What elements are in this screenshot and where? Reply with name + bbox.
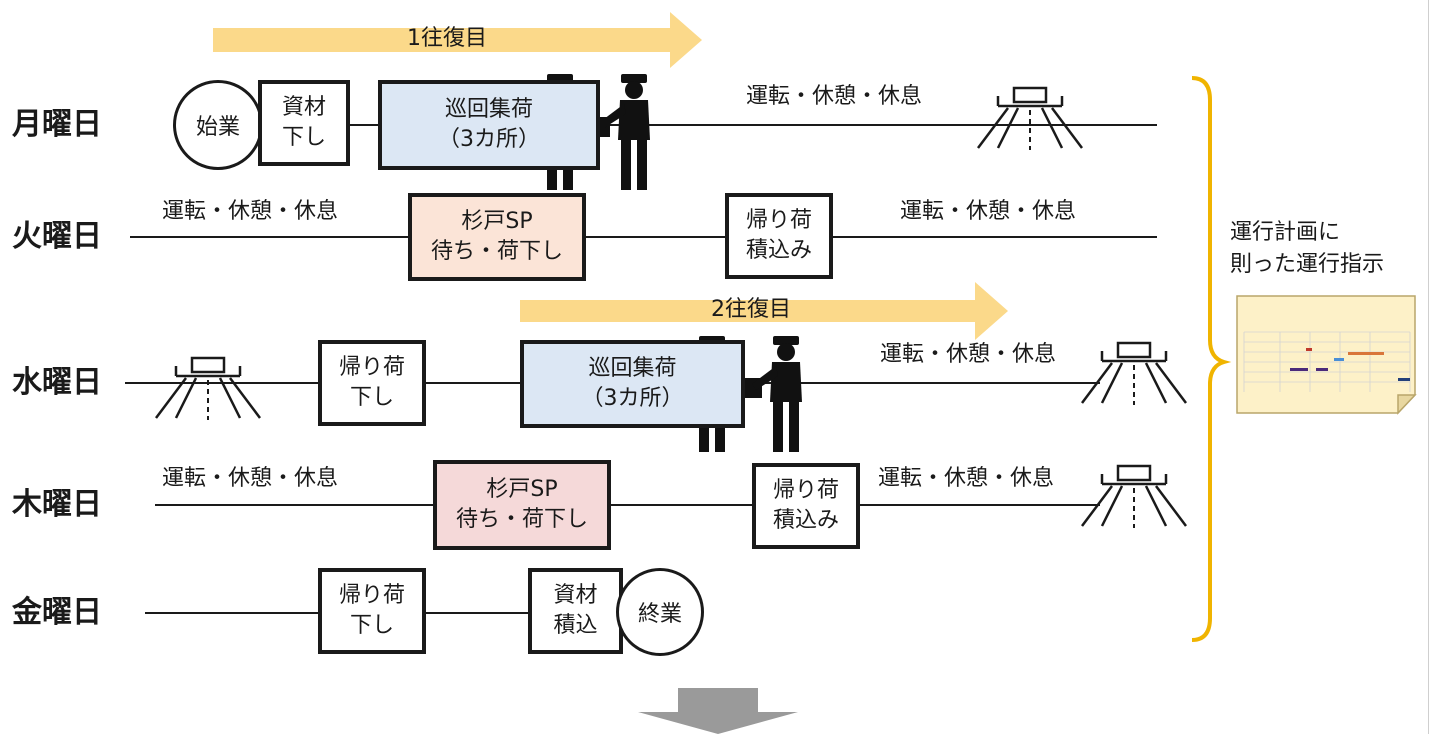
box-line: 帰り荷 xyxy=(745,208,812,233)
box-line: 巡回集荷 xyxy=(444,97,533,122)
day-label-fri: 金曜日 xyxy=(12,595,102,630)
segment-text: 運転・休憩・休息 xyxy=(746,84,923,109)
box-line: 杉戸SP xyxy=(486,477,558,502)
end-label: 終業 xyxy=(637,602,682,627)
pickup-box-mon: 巡回集荷 （3カ所） xyxy=(378,80,600,170)
box-line: 下し xyxy=(281,125,326,150)
segment-text: 運転・休憩・休息 xyxy=(878,466,1055,491)
box-line: 待ち・荷下し xyxy=(430,239,563,264)
day-label-thu: 木曜日 xyxy=(12,487,102,522)
schedule-sheet-icon xyxy=(1236,295,1417,415)
box-line: 積込 xyxy=(553,613,598,638)
round1-label: 1往復目 xyxy=(407,26,487,51)
plan-note-line: 運行計画に xyxy=(1230,220,1341,245)
start-circle: 始業 xyxy=(173,80,263,170)
return-load-box-tue: 帰り荷 積込み xyxy=(725,193,833,279)
sugito-sp-box-thu: 杉戸SP 待ち・荷下し xyxy=(433,460,611,550)
return-unload-box-wed: 帰り荷 下し xyxy=(318,340,426,426)
box-line: 帰り荷 xyxy=(338,355,405,380)
box-line: 下し xyxy=(349,613,394,638)
box-line: 帰り荷 xyxy=(338,583,405,608)
day-label-wed: 水曜日 xyxy=(12,365,102,400)
road-icon xyxy=(1080,464,1188,530)
round2-arrow xyxy=(520,282,1008,340)
brace xyxy=(1191,76,1232,642)
day-label-mon: 月曜日 xyxy=(12,107,102,142)
start-label: 始業 xyxy=(195,115,240,140)
pickup-box-wed: 巡回集荷 （3カ所） xyxy=(520,340,745,428)
box-line: 下し xyxy=(349,385,394,410)
plan-note: 運行計画に 則った運行指示 xyxy=(1230,217,1384,281)
round2-label: 2往復目 xyxy=(711,297,791,322)
road-icon xyxy=(1080,341,1188,407)
sugito-sp-box-tue: 杉戸SP 待ち・荷下し xyxy=(408,193,586,281)
road-icon xyxy=(976,86,1084,152)
box-line: 帰り荷 xyxy=(772,478,839,503)
box-line: 待ち・荷下し xyxy=(455,507,588,532)
box-line: 杉戸SP xyxy=(461,209,533,234)
page-border xyxy=(1428,0,1429,734)
box-line: （3カ所） xyxy=(438,127,540,152)
box-line: （3カ所） xyxy=(581,386,684,411)
segment-text: 運転・休憩・休息 xyxy=(162,199,339,224)
return-load-box-thu: 帰り荷 積込み xyxy=(752,463,860,549)
box-line: 巡回集荷 xyxy=(588,356,677,381)
down-arrow-icon xyxy=(638,688,798,734)
segment-text: 運転・休憩・休息 xyxy=(880,342,1057,367)
plan-note-line: 則った運行指示 xyxy=(1230,252,1385,277)
day-label-tue: 火曜日 xyxy=(12,219,102,254)
return-unload-box-fri: 帰り荷 下し xyxy=(318,568,426,654)
material-load-box: 資材 積込 xyxy=(528,568,623,654)
segment-text: 運転・休憩・休息 xyxy=(900,199,1077,224)
box-line: 資材 xyxy=(281,95,326,120)
material-unload-box: 資材 下し xyxy=(258,80,350,166)
box-line: 積込み xyxy=(745,238,812,263)
round1-arrow xyxy=(213,12,702,68)
box-line: 資材 xyxy=(553,583,598,608)
road-icon xyxy=(154,356,262,422)
end-circle: 終業 xyxy=(616,568,704,656)
box-line: 積込み xyxy=(772,508,839,533)
segment-text: 運転・休憩・休息 xyxy=(162,466,339,491)
